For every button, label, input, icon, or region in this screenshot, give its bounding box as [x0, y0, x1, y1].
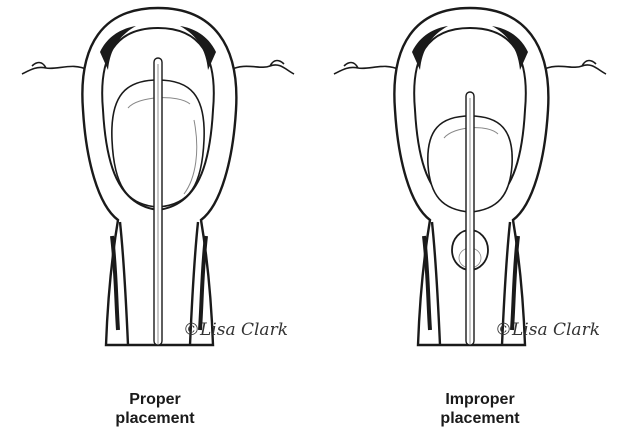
left-fallopian-tube: [334, 63, 400, 75]
caption-improper: Improper placement: [400, 390, 560, 428]
caption-line-2: placement: [400, 409, 560, 428]
improper-placement-illustration: ©Lisa Clark: [320, 0, 620, 360]
caption-line-1: Improper: [400, 390, 560, 409]
proper-placement-svg: ©Lisa Clark: [8, 0, 308, 360]
left-fallopian-tube: [22, 63, 88, 75]
caption-proper: Proper placement: [75, 390, 235, 428]
right-fallopian-tube: [542, 61, 606, 75]
caption-line-2: placement: [75, 409, 235, 428]
proper-placement-illustration: ©Lisa Clark: [8, 0, 308, 360]
artist-signature: ©Lisa Clark: [183, 320, 288, 340]
caption-line-1: Proper: [75, 390, 235, 409]
artist-signature: ©Lisa Clark: [495, 320, 600, 340]
right-fallopian-tube: [230, 61, 294, 75]
improper-placement-svg: ©Lisa Clark: [320, 0, 620, 360]
